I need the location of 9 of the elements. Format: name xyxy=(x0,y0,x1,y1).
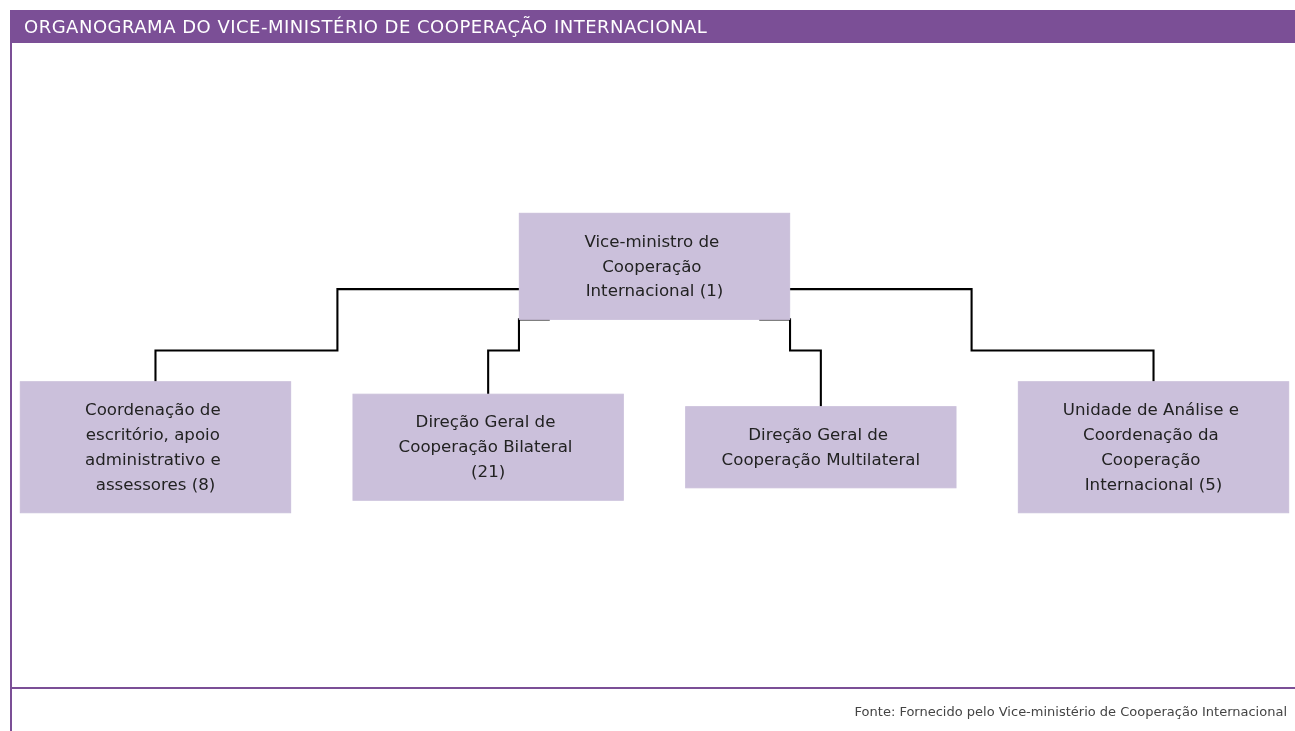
title-banner: ORGANOGRAMA DO VICE-MINISTÉRIO DE COOPERAÇÃO INTERNACIONAL xyxy=(12,10,1295,43)
connector xyxy=(789,288,1155,383)
connector xyxy=(154,288,520,383)
node-box: Direção Geral de Cooperação Bilateral (21) xyxy=(352,393,624,501)
node-box: Vice-ministro de Cooperação Internacional (1) xyxy=(518,212,791,320)
node-box: Unidade de Análise e Coordenação da Cooperação Internacional (5) xyxy=(1017,381,1290,514)
node-box: Coordenação de escritório, apoio administrativo e assessores (8) xyxy=(19,381,292,514)
node-box: Direção Geral de Cooperação Multilateral xyxy=(685,406,957,489)
source-caption: Fonte: Fornecido pelo Vice-ministério de Cooperação Internacional xyxy=(854,704,1287,719)
